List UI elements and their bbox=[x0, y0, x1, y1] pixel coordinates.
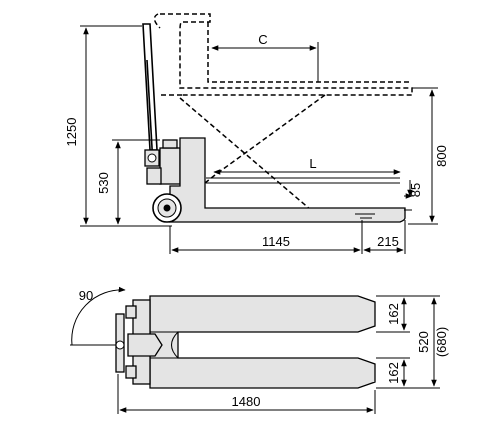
dim-length-l: L bbox=[213, 156, 401, 175]
dim-fork-width-bottom: 162 bbox=[376, 357, 440, 389]
dim-handle-height: 530 bbox=[96, 139, 160, 225]
dim-1145-label: 1145 bbox=[262, 234, 290, 249]
dim-520-label: 520 bbox=[416, 331, 431, 353]
dim-length-c: C bbox=[211, 32, 319, 82]
dim-800-label: 800 bbox=[434, 145, 449, 167]
handle bbox=[142, 23, 158, 166]
dim-lift-height: 800 bbox=[408, 87, 449, 225]
chassis-fork bbox=[169, 137, 406, 223]
dim-total-width: 520 (680) bbox=[416, 297, 449, 387]
dim-1250-label: 1250 bbox=[64, 118, 79, 147]
dim-85-label: 85 bbox=[408, 183, 423, 197]
dim-1480-label: 1480 bbox=[232, 394, 261, 409]
rotation-arc: 90 bbox=[70, 286, 126, 346]
dim-fork-height: 85 bbox=[404, 180, 423, 211]
dim-length-main: 1145 215 bbox=[169, 220, 406, 254]
dim-c-label: C bbox=[258, 32, 267, 47]
dim-height-max: 1250 bbox=[64, 25, 142, 225]
dim-530-label: 530 bbox=[96, 172, 111, 194]
handle-top bbox=[115, 313, 125, 373]
dim-total-length: 1480 bbox=[117, 374, 376, 414]
dim-fork-width-top: 162 bbox=[376, 295, 440, 333]
dim-90-label: 90 bbox=[79, 288, 93, 303]
top-view: 90 162 162 520 (680) 1480 bbox=[70, 286, 449, 414]
pump-top bbox=[125, 299, 163, 385]
dim-l-label: L bbox=[309, 156, 316, 171]
dim-162-bottom-label: 162 bbox=[386, 362, 401, 384]
forks bbox=[149, 295, 376, 389]
hydraulic-pump bbox=[144, 139, 181, 185]
dim-680-label: (680) bbox=[434, 327, 449, 357]
dim-162-top-label: 162 bbox=[386, 303, 401, 325]
side-view: 1250 530 C L 800 bbox=[64, 13, 449, 254]
dim-215-label: 215 bbox=[377, 234, 399, 249]
steering-wheel bbox=[152, 193, 182, 223]
